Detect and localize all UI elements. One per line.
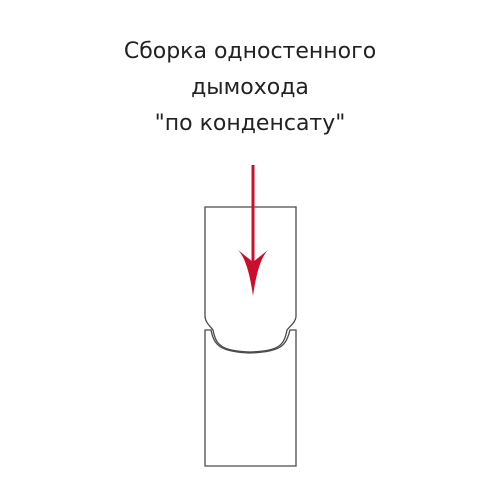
diagram-title: Сборка одностенного дымохода "по конденс… xyxy=(0,34,500,142)
title-line-3: "по конденсату" xyxy=(154,111,346,136)
lower-pipe xyxy=(204,329,297,467)
title-line-1: Сборка одностенного xyxy=(123,39,377,64)
title-line-2: дымохода xyxy=(191,75,309,100)
insertion-arrow xyxy=(238,165,268,296)
arrow-head xyxy=(238,250,268,296)
